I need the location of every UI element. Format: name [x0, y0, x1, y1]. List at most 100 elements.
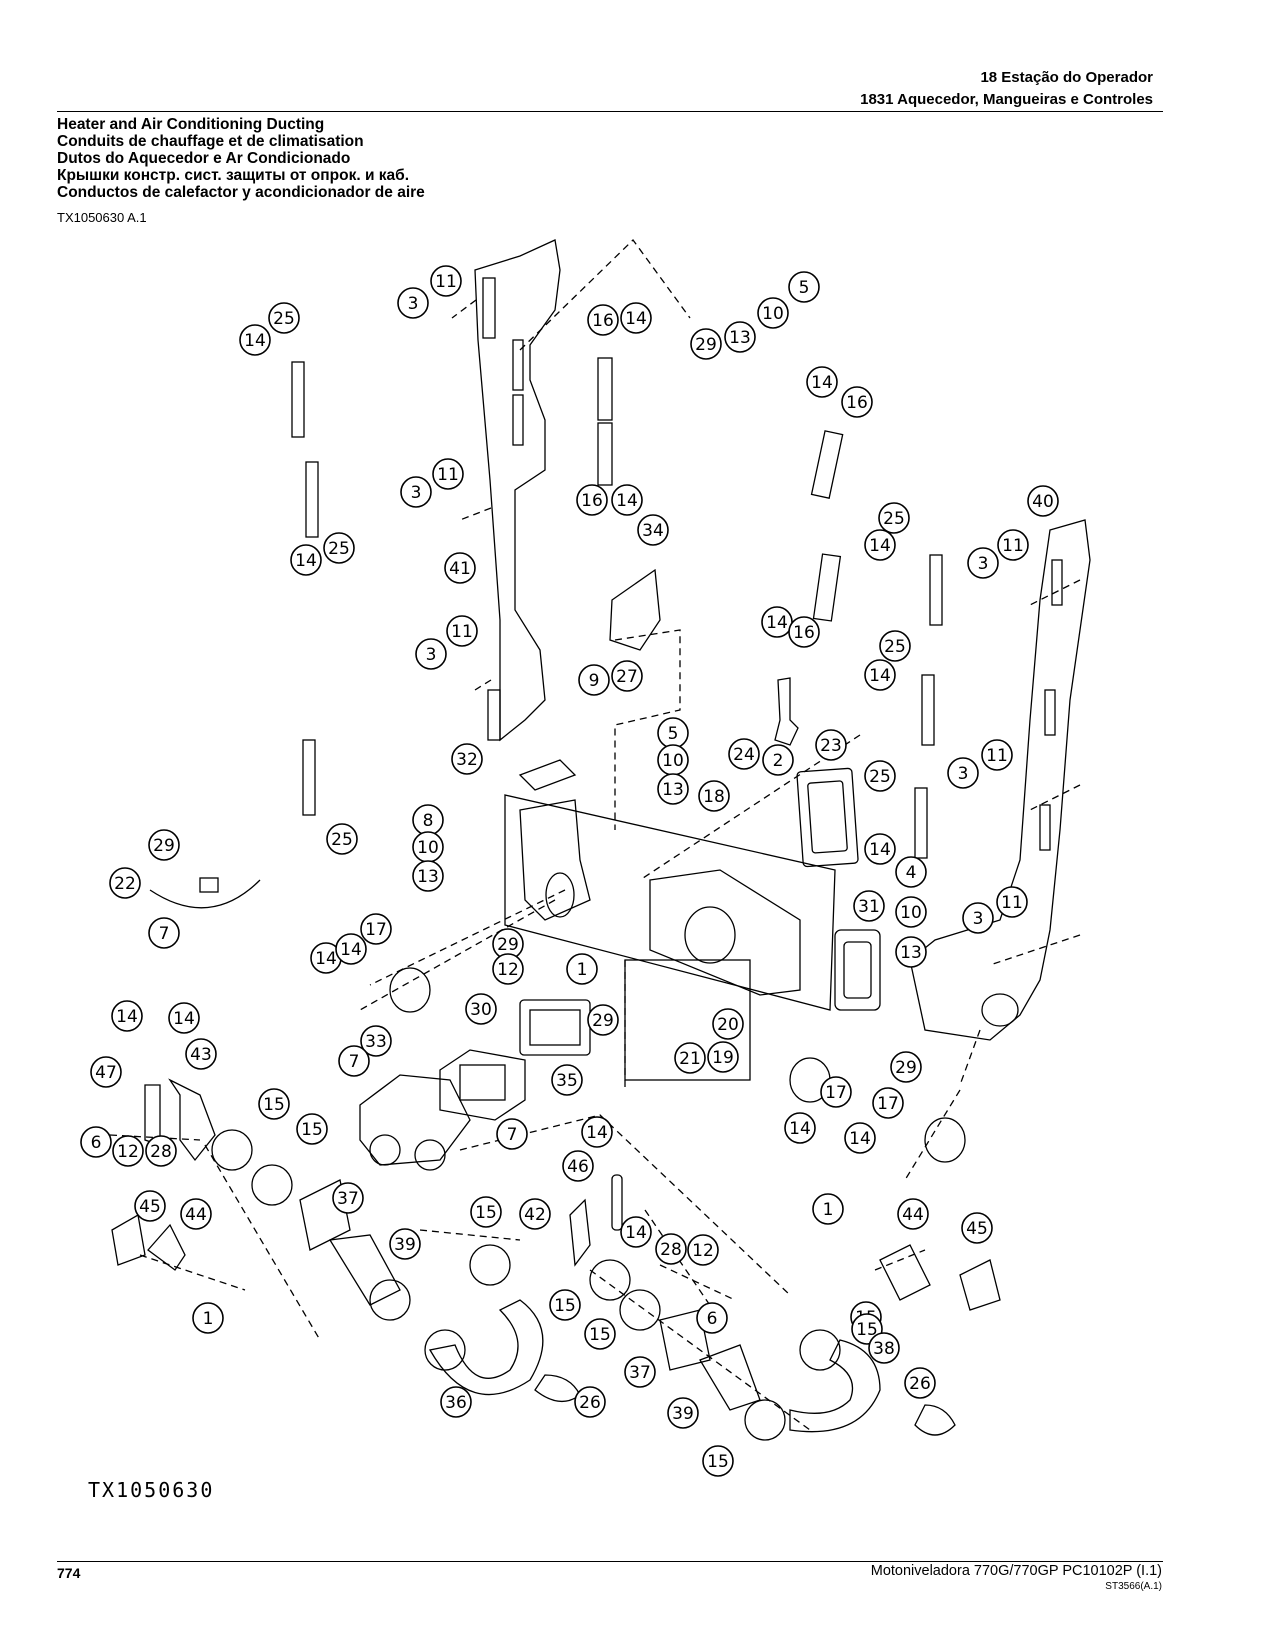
- callout-circle: [168, 1002, 200, 1034]
- callout-circle: [864, 833, 896, 865]
- callout-24: 24: [728, 738, 760, 770]
- callout-circle: [879, 630, 911, 662]
- callout-number: 7: [349, 1052, 360, 1072]
- callout-41: 41: [444, 552, 476, 584]
- callout-circle: [451, 743, 483, 775]
- callout-9: 9: [578, 664, 610, 696]
- callout-number: 15: [263, 1095, 285, 1115]
- callout-circle: [864, 659, 896, 691]
- callout-8: 8: [412, 804, 444, 836]
- callout-number: 27: [616, 667, 638, 687]
- callout-11: 11: [446, 615, 478, 647]
- callout-number: 12: [692, 1241, 714, 1261]
- callout-32: 32: [451, 743, 483, 775]
- callout-number: 14: [625, 1223, 647, 1243]
- callout-circle: [389, 1228, 421, 1260]
- callout-circle: [844, 1122, 876, 1154]
- callout-46: 46: [562, 1150, 594, 1182]
- callout-circle: [296, 1113, 328, 1145]
- guide-lines: [109, 239, 1081, 1431]
- callout-number: 16: [793, 623, 815, 643]
- callout-1: 1: [566, 953, 598, 985]
- callout-circle: [707, 1041, 739, 1073]
- callout-45: 45: [961, 1212, 993, 1244]
- callout-3: 3: [962, 902, 994, 934]
- callout-number: 14: [811, 373, 833, 393]
- callout-44: 44: [897, 1198, 929, 1230]
- callout-number: 31: [858, 897, 880, 917]
- callout-circle: [440, 1386, 472, 1418]
- callout-number: 11: [1001, 893, 1023, 913]
- callout-number: 29: [497, 935, 519, 955]
- callout-number: 11: [1002, 536, 1024, 556]
- callout-1: 1: [192, 1302, 224, 1334]
- callout-number: 44: [902, 1205, 924, 1225]
- callout-number: 47: [95, 1063, 117, 1083]
- callout-number: 29: [895, 1058, 917, 1078]
- callout-number: 2: [773, 751, 784, 771]
- callout-circle: [895, 856, 927, 888]
- callout-circle: [815, 729, 847, 761]
- callout-circle: [904, 1367, 936, 1399]
- callout-number: 35: [556, 1071, 578, 1091]
- callout-number: 7: [159, 924, 170, 944]
- callout-number: 11: [435, 272, 457, 292]
- callout-14: 14: [335, 933, 367, 965]
- callout-number: 32: [456, 750, 478, 770]
- callout-14: 14: [239, 324, 271, 356]
- callout-number: 40: [1032, 492, 1054, 512]
- callout-circle: [841, 386, 873, 418]
- callout-circle: [397, 287, 429, 319]
- callout-3: 3: [967, 547, 999, 579]
- callout-number: 15: [301, 1120, 323, 1140]
- callout-10: 10: [657, 744, 689, 776]
- callout-circle: [868, 1332, 900, 1364]
- callout-3: 3: [397, 287, 429, 319]
- callout-26: 26: [574, 1386, 606, 1418]
- callout-circle: [657, 773, 689, 805]
- callout-number: 25: [328, 539, 350, 559]
- callout-29: 29: [148, 829, 180, 861]
- callout-circle: [574, 1386, 606, 1418]
- callout-15: 15: [702, 1445, 734, 1477]
- callout-23: 23: [815, 729, 847, 761]
- callout-number: 14: [625, 309, 647, 329]
- callout-circle: [853, 890, 885, 922]
- callout-number: 8: [423, 811, 434, 831]
- callout-circle: [562, 1150, 594, 1182]
- callout-14: 14: [168, 1002, 200, 1034]
- group-header: 1831 Aquecedor, Mangueiras e Controles: [860, 91, 1153, 108]
- callout-number: 33: [365, 1032, 387, 1052]
- callout-circle: [90, 1056, 122, 1088]
- callout-number: 17: [877, 1094, 899, 1114]
- callout-number: 4: [906, 863, 917, 883]
- callout-circle: [239, 324, 271, 356]
- callout-number: 25: [331, 830, 353, 850]
- callout-number: 17: [365, 920, 387, 940]
- callout-13: 13: [657, 773, 689, 805]
- callout-number: 10: [762, 304, 784, 324]
- callout-17: 17: [872, 1087, 904, 1119]
- callout-number: 3: [973, 909, 984, 929]
- callout-number: 28: [660, 1240, 682, 1260]
- callout-circle: [412, 860, 444, 892]
- callout-number: 3: [408, 294, 419, 314]
- callout-number: 45: [139, 1197, 161, 1217]
- callout-number: 14: [315, 949, 337, 969]
- callout-circle: [496, 1118, 528, 1150]
- callout-number: 1: [823, 1200, 834, 1220]
- callout-circle: [895, 936, 927, 968]
- callout-circle: [788, 271, 820, 303]
- title-pt: Dutos do Aquecedor e Ar Condicionado: [57, 150, 351, 167]
- callout-circle: [667, 1397, 699, 1429]
- callout-number: 25: [869, 767, 891, 787]
- callout-circle: [492, 953, 524, 985]
- callout-1: 1: [812, 1193, 844, 1225]
- callout-circle: [180, 1198, 212, 1230]
- callout-29: 29: [587, 1004, 619, 1036]
- callout-circle: [864, 529, 896, 561]
- callout-15: 15: [258, 1088, 290, 1120]
- callout-number: 14: [766, 613, 788, 633]
- callout-14: 14: [310, 942, 342, 974]
- callout-14: 14: [290, 544, 322, 576]
